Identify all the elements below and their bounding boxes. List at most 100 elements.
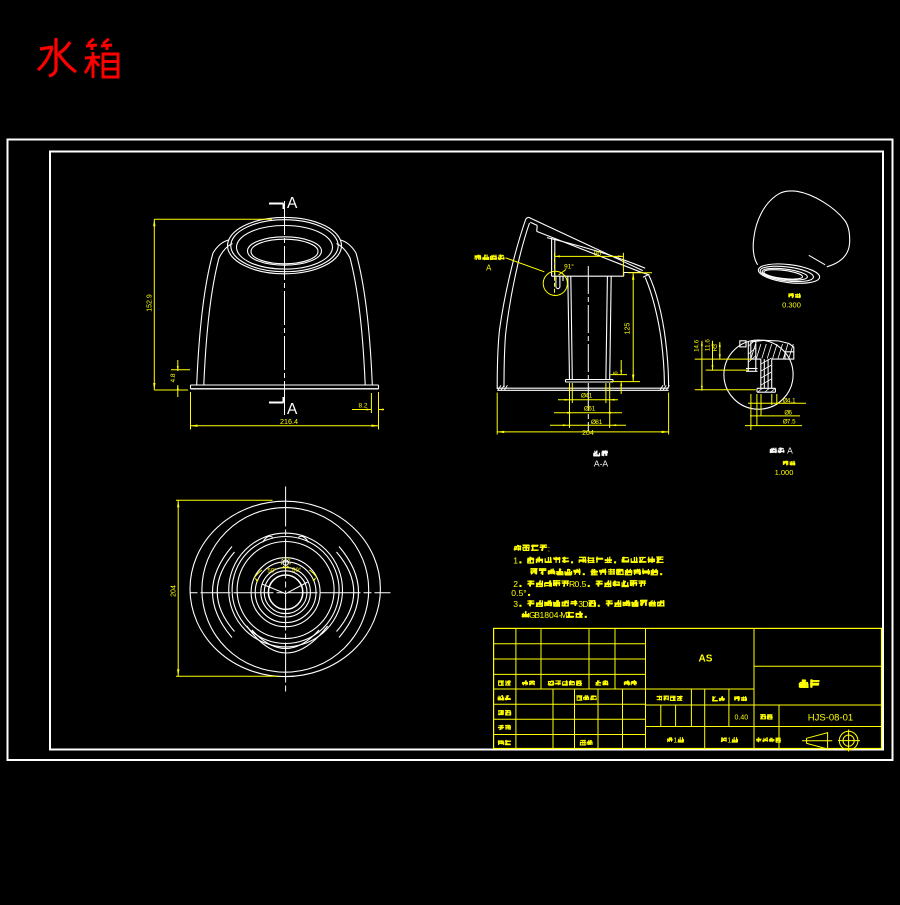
svg-text:R: R [569, 579, 575, 589]
svg-text:1: 1 [147, 308, 154, 312]
svg-text:1: 1 [592, 406, 596, 413]
svg-text:8: 8 [544, 610, 549, 620]
svg-text:Ø: Ø [783, 398, 788, 405]
svg-text:1.000: 1.000 [775, 468, 794, 477]
svg-text:4: 4 [554, 610, 559, 620]
svg-text:6: 6 [288, 417, 292, 426]
svg-text:°: ° [274, 569, 277, 575]
svg-text:.: . [705, 342, 712, 344]
svg-text:6: 6 [788, 409, 792, 416]
svg-text:0: 0 [296, 568, 300, 574]
svg-text:4: 4 [694, 344, 701, 348]
svg-text:A: A [287, 401, 298, 418]
svg-text:2: 2 [147, 300, 154, 304]
svg-text:4: 4 [787, 398, 791, 405]
svg-text:5: 5 [519, 588, 524, 598]
svg-text:.: . [170, 377, 177, 379]
svg-text:3: 3 [513, 599, 518, 609]
svg-text:1: 1 [589, 393, 593, 400]
svg-text:6: 6 [588, 406, 592, 413]
svg-text:.: . [362, 403, 364, 410]
svg-text:0: 0 [170, 589, 177, 593]
svg-text:.: . [516, 588, 518, 598]
svg-text:0: 0 [271, 569, 275, 575]
svg-text:1: 1 [284, 417, 288, 426]
svg-text:1: 1 [673, 738, 677, 745]
svg-text:0: 0 [586, 430, 590, 437]
svg-text:8: 8 [358, 403, 362, 410]
svg-text:5: 5 [625, 323, 632, 327]
svg-text:Ø: Ø [783, 419, 788, 426]
svg-text:8: 8 [170, 373, 177, 377]
svg-text:1: 1 [694, 348, 701, 352]
svg-text:8: 8 [595, 419, 599, 426]
svg-text:4: 4 [590, 430, 594, 437]
svg-text:1: 1 [705, 344, 712, 348]
svg-text:5: 5 [792, 419, 796, 426]
svg-text:5: 5 [267, 569, 271, 575]
svg-text:1: 1 [625, 330, 632, 334]
svg-text:A: A [287, 195, 298, 212]
svg-text:Ø: Ø [584, 406, 589, 413]
svg-text:6: 6 [705, 339, 712, 343]
svg-text:Ø: Ø [581, 393, 586, 400]
svg-text:D: D [582, 599, 588, 609]
svg-text:9: 9 [564, 263, 568, 270]
svg-text:7: 7 [787, 419, 791, 426]
svg-text:0: 0 [549, 610, 554, 620]
svg-text:4: 4 [170, 379, 177, 383]
svg-text:2: 2 [364, 403, 368, 410]
svg-text:9: 9 [147, 294, 154, 298]
svg-text:5: 5 [147, 304, 154, 308]
svg-text:R: R [712, 346, 719, 351]
svg-text:4: 4 [170, 585, 177, 589]
svg-text:1: 1 [599, 419, 603, 426]
svg-text:3: 3 [578, 599, 583, 609]
svg-text:1: 1 [727, 738, 731, 745]
svg-text:°: ° [299, 568, 302, 574]
svg-text:9: 9 [594, 250, 598, 257]
svg-text:1: 1 [568, 263, 572, 270]
svg-text:5: 5 [582, 579, 587, 589]
svg-text:0: 0 [511, 588, 516, 598]
svg-text:0.40: 0.40 [734, 714, 748, 721]
svg-text::: : [548, 543, 550, 553]
svg-text:6: 6 [292, 568, 296, 574]
svg-text:6: 6 [694, 339, 701, 343]
svg-text:-: - [559, 610, 562, 620]
svg-text:3: 3 [712, 344, 719, 348]
svg-text:M: M [560, 610, 567, 620]
svg-text:2: 2 [280, 417, 284, 426]
svg-text:Ø: Ø [784, 409, 789, 416]
svg-text:.: . [694, 343, 701, 345]
svg-text:Ø: Ø [591, 419, 596, 426]
svg-text:0: 0 [598, 250, 602, 257]
svg-text:1: 1 [792, 398, 796, 405]
svg-text:.: . [292, 417, 294, 426]
svg-text:A-A: A-A [594, 459, 609, 469]
svg-text:AS: AS [699, 654, 713, 665]
svg-text:0: 0 [575, 579, 580, 589]
svg-text:2: 2 [582, 430, 586, 437]
svg-text:1: 1 [705, 347, 712, 351]
svg-text:0.300: 0.300 [782, 300, 801, 309]
svg-text:A: A [486, 263, 492, 272]
svg-text:.: . [147, 298, 154, 300]
svg-text:°: ° [571, 262, 574, 270]
svg-text:.: . [579, 579, 581, 589]
svg-text:2: 2 [170, 593, 177, 597]
svg-text:°: ° [523, 588, 526, 598]
svg-text:4: 4 [294, 417, 298, 426]
svg-text:.: . [790, 419, 792, 426]
svg-text:2: 2 [513, 579, 518, 589]
svg-text:HJS-08-01: HJS-08-01 [808, 712, 853, 723]
svg-text:.: . [790, 398, 792, 405]
svg-text:6: 6 [614, 371, 620, 375]
svg-text:1: 1 [540, 610, 545, 620]
svg-text:1: 1 [513, 555, 518, 565]
svg-text:B: B [534, 610, 540, 620]
svg-text:A: A [787, 446, 793, 456]
svg-text:2: 2 [625, 326, 632, 330]
svg-text:4: 4 [585, 393, 589, 400]
svg-text:G: G [529, 610, 536, 620]
